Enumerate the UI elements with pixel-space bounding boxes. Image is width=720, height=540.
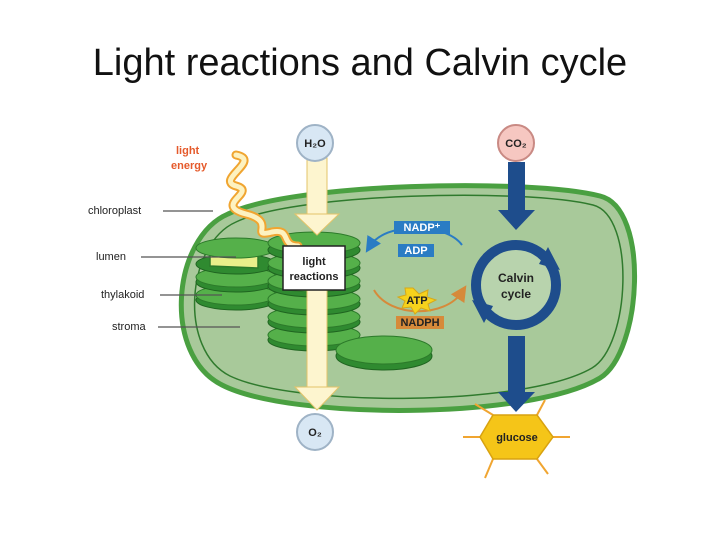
light-energy-label: light bbox=[176, 145, 200, 157]
light-energy-label-2: energy bbox=[171, 160, 208, 172]
stroma-label: stroma bbox=[112, 321, 147, 333]
adp-label: ADP bbox=[404, 245, 427, 257]
atp-nadph-arrow: ATP NADPH bbox=[373, 285, 467, 329]
lumen-label: lumen bbox=[96, 251, 126, 263]
calvin-cycle-label: Calvin bbox=[498, 271, 534, 285]
calvin-cycle: Calvin cycle bbox=[471, 240, 561, 330]
oxygen-node: O₂ bbox=[296, 413, 334, 451]
carbon-dioxide-label: CO₂ bbox=[505, 138, 527, 150]
atp-label: ATP bbox=[406, 295, 427, 307]
carbon-dioxide-node: CO₂ bbox=[497, 124, 535, 162]
stroma-thylakoid bbox=[335, 335, 433, 371]
glucose-label: glucose bbox=[496, 432, 538, 444]
water-node: H₂O bbox=[296, 124, 334, 162]
carbon-to-glucose-arrow bbox=[498, 162, 535, 412]
water-label: H₂O bbox=[304, 138, 326, 150]
light-reactions-box: light reactions bbox=[282, 245, 346, 291]
light-reactions-label-2: reactions bbox=[290, 271, 339, 283]
nadp-adp-arrow: NADP⁺ ADP bbox=[365, 221, 463, 257]
nadp-label: NADP⁺ bbox=[404, 222, 441, 234]
light-energy-wave bbox=[225, 150, 303, 251]
glucose-molecule: glucose bbox=[463, 399, 570, 479]
structure-labels: chloroplast lumen thylakoid stroma bbox=[88, 205, 240, 333]
light-reactions-label: light bbox=[302, 256, 326, 268]
thylakoid-label: thylakoid bbox=[101, 289, 144, 301]
chloroplast-label: chloroplast bbox=[88, 205, 141, 217]
slide-title: Light reactions and Calvin cycle bbox=[92, 42, 628, 84]
nadph-label: NADPH bbox=[400, 317, 439, 329]
oxygen-label: O₂ bbox=[308, 427, 322, 439]
calvin-cycle-label-2: cycle bbox=[501, 287, 531, 301]
granum-left bbox=[195, 237, 277, 311]
